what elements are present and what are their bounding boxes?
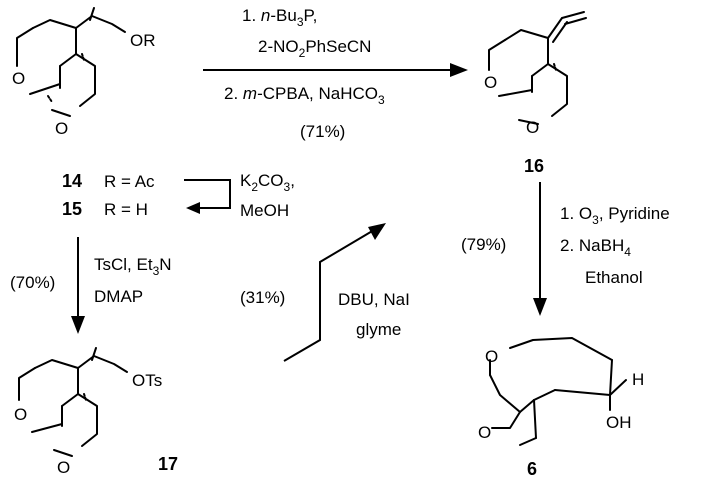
oxygen-atom-furan: O bbox=[526, 118, 539, 137]
reagents-top: 1. n-Bu3P, 2-NO2PhSeCN 2. m-CPBA, NaHCO3… bbox=[224, 6, 385, 141]
reagents-ozone: 1. O3, Pyridine 2. NaBH4 Ethanol (79%) bbox=[461, 204, 670, 287]
hook-arrow-14-to-15 bbox=[184, 179, 231, 214]
yield-71: (71%) bbox=[300, 122, 345, 141]
compound-15-number: 15 bbox=[62, 199, 82, 219]
arrow-17-to-16 bbox=[283, 223, 386, 362]
svg-text:TsCl, Et3N: TsCl, Et3N bbox=[94, 255, 172, 278]
oxygen-atom-ring: O bbox=[14, 405, 27, 424]
compound-14-number: 14 bbox=[62, 171, 82, 191]
compound-17-structure: O O OTs bbox=[14, 347, 162, 477]
svg-text:K2CO3,: K2CO3, bbox=[240, 171, 295, 194]
arrow-to-16 bbox=[203, 63, 468, 77]
compound-6-structure: O O H OH bbox=[478, 337, 644, 446]
svg-text:DMAP: DMAP bbox=[94, 287, 143, 306]
oxygen-atom-ring: O bbox=[12, 69, 25, 88]
arrow-16-to-6 bbox=[533, 182, 547, 316]
hydrogen-label: H bbox=[632, 370, 644, 389]
compound-14-structure: O O OR bbox=[12, 7, 156, 138]
hydroxyl-label: OH bbox=[606, 413, 632, 432]
reagents-tscl: TsCl, Et3N DMAP (70%) bbox=[10, 255, 172, 306]
svg-text:1. O3, Pyridine: 1. O3, Pyridine bbox=[560, 204, 670, 227]
svg-text:2-NO2PhSeCN: 2-NO2PhSeCN bbox=[258, 37, 371, 60]
compound-17-number: 17 bbox=[158, 454, 178, 474]
yield-79: (79%) bbox=[461, 235, 506, 254]
compound-14-r-label: R = Ac bbox=[104, 172, 155, 191]
svg-text:glyme: glyme bbox=[356, 320, 401, 339]
substituent-or: OR bbox=[130, 31, 156, 50]
oxygen-atom-furan: O bbox=[55, 119, 68, 138]
svg-text:2. m-CPBA, NaHCO3: 2. m-CPBA, NaHCO3 bbox=[224, 84, 385, 107]
oxygen-atom-furan: O bbox=[57, 458, 70, 477]
substituent-ots: OTs bbox=[132, 371, 162, 390]
compound-15-r-label: R = H bbox=[104, 200, 148, 219]
svg-text:2. NaBH4: 2. NaBH4 bbox=[560, 236, 631, 259]
reagent-k2co3: K2CO3, MeOH bbox=[240, 171, 295, 220]
svg-text:1. n-Bu3P,: 1. n-Bu3P, bbox=[242, 6, 317, 29]
compound-16-structure: O O bbox=[484, 11, 587, 137]
arrow-15-to-17 bbox=[71, 237, 85, 334]
reagents-dbu: DBU, NaI glyme (31%) bbox=[240, 288, 410, 339]
compound-6-number: 6 bbox=[527, 459, 537, 479]
yield-31: (31%) bbox=[240, 288, 285, 307]
yield-70: (70%) bbox=[10, 273, 55, 292]
compound-16-number: 16 bbox=[524, 156, 544, 176]
oxygen-atom-ring: O bbox=[485, 347, 498, 366]
svg-text:MeOH: MeOH bbox=[240, 201, 289, 220]
svg-text:DBU, NaI: DBU, NaI bbox=[338, 290, 410, 309]
svg-text:Ethanol: Ethanol bbox=[585, 268, 643, 287]
oxygen-atom-furan: O bbox=[478, 423, 491, 442]
oxygen-atom-ring: O bbox=[484, 73, 497, 92]
